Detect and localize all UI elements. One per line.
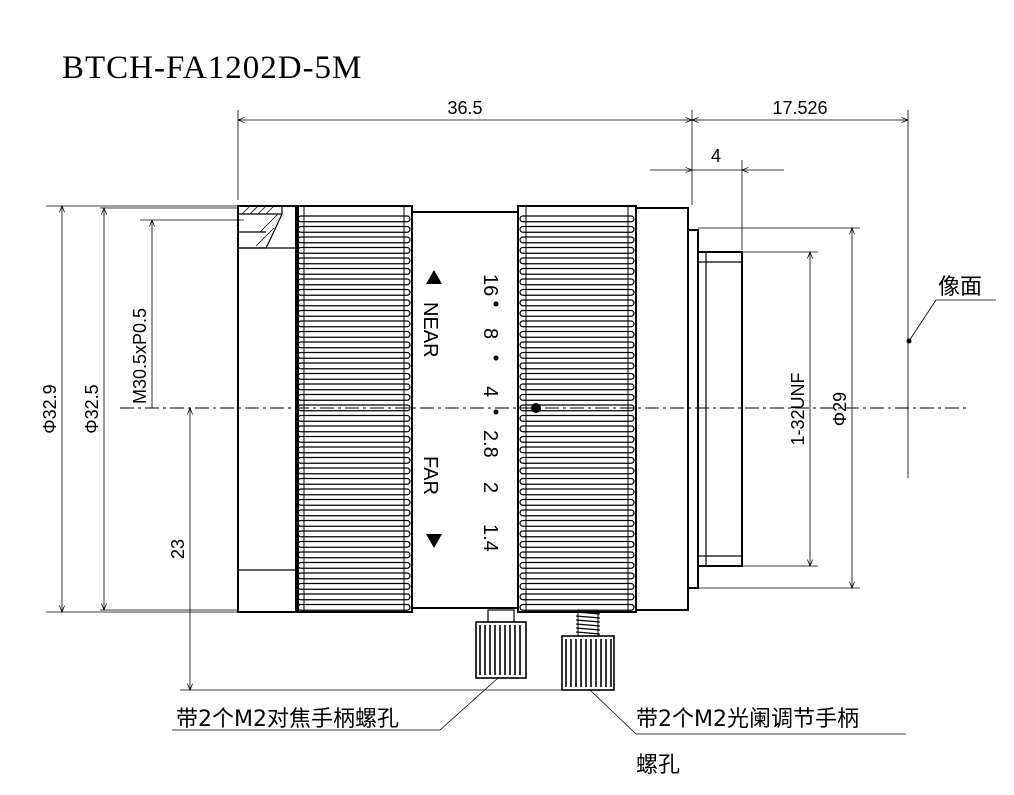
aperture-value: 2	[479, 482, 501, 493]
aperture-dot	[493, 301, 499, 307]
iris-screw-note-line2: 螺孔	[636, 753, 680, 778]
dim-flange-distance: 17.526	[772, 98, 827, 118]
focus-screw	[475, 609, 527, 679]
dim-mount-thread: 1-32UNF	[788, 372, 808, 445]
aperture-value: 8	[479, 328, 501, 339]
front-cap	[237, 205, 299, 613]
far-arrow-icon	[426, 534, 442, 548]
iris-screw-note-line1: 带2个M2光阑调节手柄	[636, 707, 859, 732]
aperture-value: 1.4	[479, 524, 501, 552]
image-plane-label: 像面	[938, 275, 982, 300]
aperture-value: 2.8	[479, 430, 501, 458]
iris-screw	[561, 609, 615, 691]
aperture-dot	[493, 355, 499, 361]
drawing-title: BTCH-FA1202D-5M	[62, 50, 363, 86]
near-arrow-icon	[426, 270, 442, 284]
rear-body	[635, 207, 743, 611]
focus-ring	[295, 205, 413, 613]
dim-filter-thread: M30.5xP0.5	[130, 308, 150, 404]
near-label: NEAR	[419, 302, 441, 358]
dim-length-body: 36.5	[447, 98, 482, 118]
far-label: FAR	[419, 456, 441, 495]
aperture-value: 16	[479, 274, 501, 296]
dim-dia-outer: Φ32.9	[40, 384, 60, 433]
dim-dia-ring: Φ32.5	[82, 384, 102, 433]
focus-screw-note: 带2个M2对焦手柄螺孔	[176, 707, 399, 732]
aperture-dot	[493, 409, 499, 415]
dim-dia-mount: Φ29	[830, 392, 850, 426]
aperture-value: 4	[479, 386, 501, 397]
dim-center-height: 23	[168, 539, 188, 559]
aperture-scale: 16 8 4 2.8 2 1.4	[479, 274, 501, 552]
dim-thread-length: 4	[711, 146, 721, 166]
